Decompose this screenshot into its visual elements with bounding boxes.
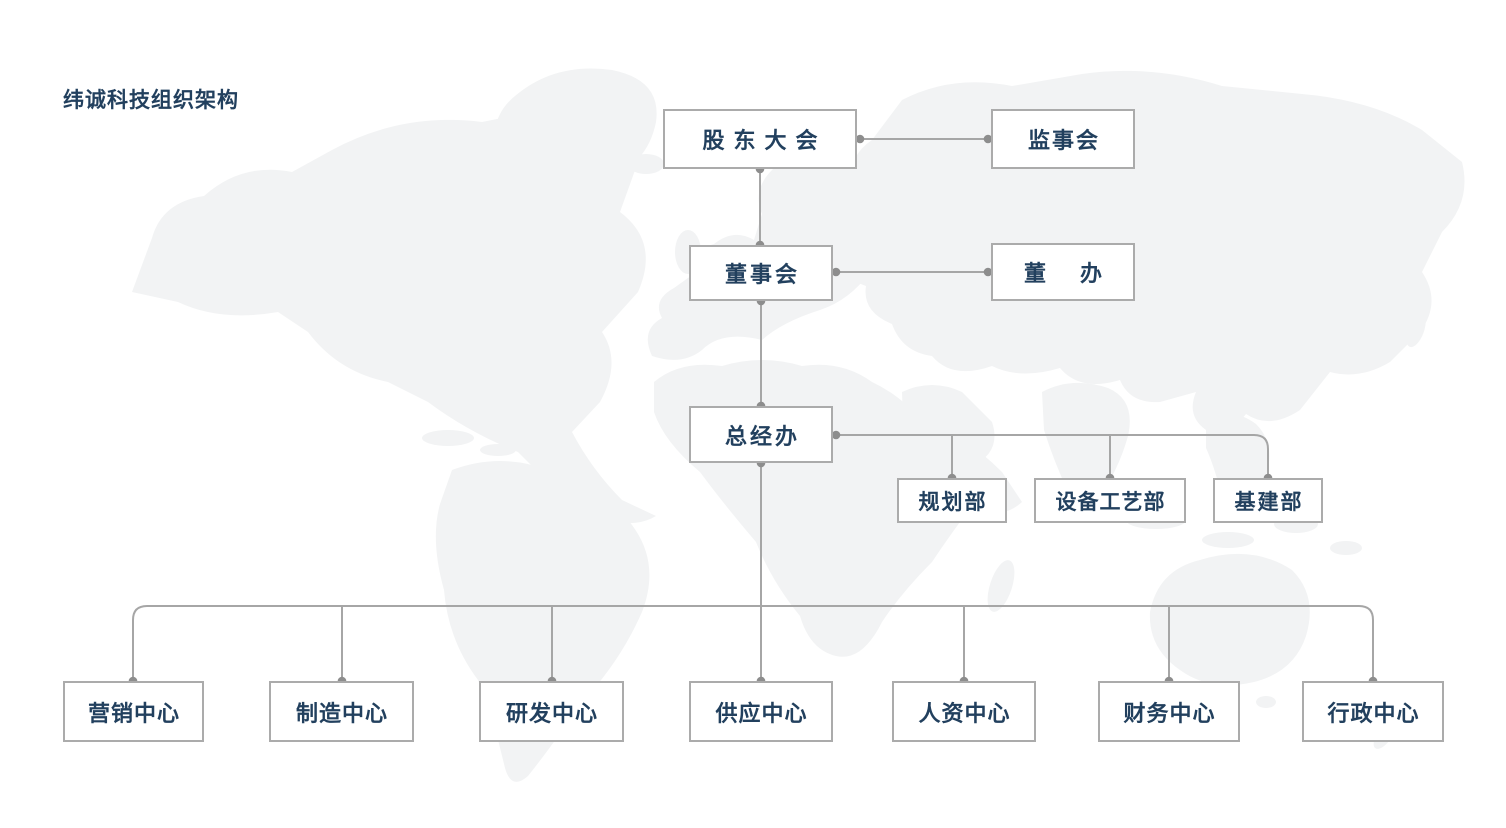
org-node-board-of-directors: 董事会 bbox=[689, 245, 833, 301]
org-node-rnd-center: 研发中心 bbox=[479, 681, 624, 742]
org-node-hr-center: 人资中心 bbox=[892, 681, 1036, 742]
org-node-infrastructure-dept: 基建部 bbox=[1213, 478, 1323, 523]
org-node-board-office: 董 办 bbox=[991, 243, 1135, 301]
planning-dept-label: 规划部 bbox=[918, 490, 988, 514]
infrastructure-dept-label: 基建部 bbox=[1234, 490, 1304, 514]
shareholders-meeting-label: 股东大会 bbox=[702, 128, 827, 153]
org-node-equipment-process-dept: 设备工艺部 bbox=[1034, 478, 1186, 523]
org-node-manufacturing-center: 制造中心 bbox=[269, 681, 414, 742]
hr-center-label: 人资中心 bbox=[918, 700, 1011, 726]
supervisory-board-label: 监事会 bbox=[1027, 128, 1100, 153]
org-node-supply-center: 供应中心 bbox=[689, 681, 833, 742]
marketing-center-label: 营销中心 bbox=[87, 700, 180, 726]
org-node-general-manager-office: 总经办 bbox=[689, 406, 833, 463]
manufacturing-center-label: 制造中心 bbox=[295, 700, 388, 726]
org-node-finance-center: 财务中心 bbox=[1098, 681, 1240, 742]
admin-center-label: 行政中心 bbox=[1327, 700, 1420, 726]
supply-center-label: 供应中心 bbox=[715, 700, 808, 726]
org-node-supervisory-board: 监事会 bbox=[991, 109, 1135, 169]
org-node-shareholders-meeting: 股东大会 bbox=[663, 109, 857, 169]
page-title: 纬诚科技组织架构 bbox=[63, 89, 239, 112]
org-node-marketing-center: 营销中心 bbox=[63, 681, 204, 742]
org-node-admin-center: 行政中心 bbox=[1302, 681, 1444, 742]
finance-center-label: 财务中心 bbox=[1123, 700, 1216, 726]
rnd-center-label: 研发中心 bbox=[505, 700, 598, 726]
org-node-planning-dept: 规划部 bbox=[897, 478, 1007, 523]
general-manager-office-label: 总经办 bbox=[724, 423, 800, 449]
board-of-directors-label: 董事会 bbox=[724, 262, 800, 287]
equipment-process-dept-label: 设备工艺部 bbox=[1055, 490, 1166, 514]
board-office-label: 董 办 bbox=[1023, 261, 1117, 286]
